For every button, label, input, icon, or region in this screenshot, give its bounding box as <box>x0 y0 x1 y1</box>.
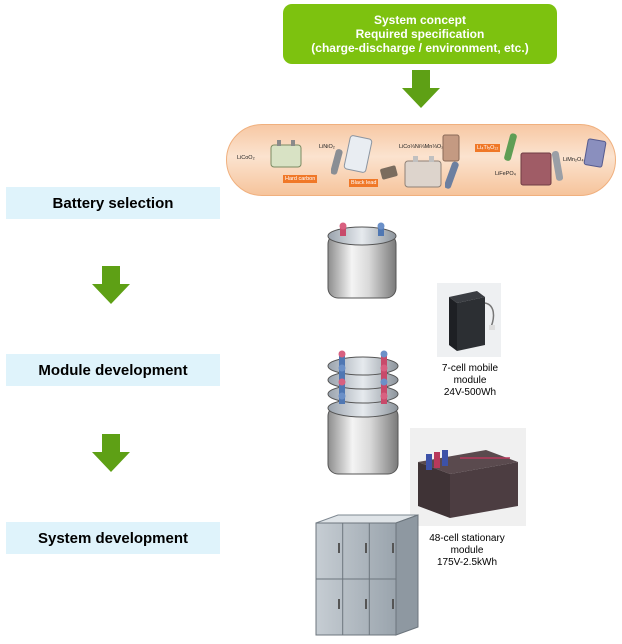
material-linio2-label: LiNiO₂ <box>319 144 335 150</box>
cylinder-cell-green-icon <box>504 133 517 161</box>
material-black-lead-label: Black lead <box>349 179 379 187</box>
stage-module-development: Module development <box>6 354 220 386</box>
cell-licoo2-icon <box>270 140 302 168</box>
stage-battery-selection: Battery selection <box>6 187 220 219</box>
cylinder-cell-icon <box>331 149 343 175</box>
header-line-3: (charge-discharge / environment, etc.) <box>311 41 529 55</box>
cylinder-cell-blue-icon <box>445 161 459 189</box>
material-limn2o4-label: LiMn₂O₄ <box>563 157 584 163</box>
material-lto-label: Li₄Ti₅O₁₂ <box>475 144 501 152</box>
stage-system-development: System development <box>6 522 220 554</box>
mobile-caption-line-3: 24V-500Wh <box>443 387 497 398</box>
cabinet-system-icon <box>315 514 419 636</box>
header-line-2: Required specification <box>355 27 485 41</box>
down-arrow-icon <box>402 70 440 108</box>
stacked-cells-icon <box>327 350 399 475</box>
down-arrow-icon <box>92 266 130 304</box>
material-lifepo4-label: LiFePO₄ <box>495 171 516 177</box>
material-licoo2-label: LiCoO₂ <box>237 155 255 161</box>
cell-limn2o4-icon <box>583 138 607 168</box>
cylinder-cell-gray-icon <box>551 151 564 181</box>
material-hard-carbon-label: Hard carbon <box>283 175 318 183</box>
header-line-1: System concept <box>373 13 467 27</box>
stationary-caption-line-1: 48-cell stationary <box>429 533 505 544</box>
cell-linio2-icon <box>343 135 373 173</box>
small-cell-icon <box>380 165 398 180</box>
stationary-module-image <box>410 428 526 526</box>
stationary-caption-line-2: module <box>450 545 484 556</box>
mobile-module-caption: 7-cell mobile module 24V-500Wh <box>418 363 522 399</box>
pouch-cell-icon <box>442 134 460 162</box>
stationary-caption-line-3: 175V-2.5kWh <box>436 557 498 568</box>
cell-ncm-icon <box>404 156 442 188</box>
materials-band: LiCoO₂ Hard carbon LiNiO₂ Black lead LiC… <box>226 124 616 196</box>
mobile-module-image <box>437 283 501 357</box>
mobile-caption-line-2: module <box>453 375 487 386</box>
single-cell-icon <box>327 222 397 299</box>
stationary-module-caption: 48-cell stationary module 175V-2.5kWh <box>412 533 522 569</box>
cell-lifepo4-icon <box>520 152 552 186</box>
mobile-caption-line-1: 7-cell mobile <box>441 363 499 374</box>
material-ncm-label: LiCo⅓Ni⅓Mn⅓O₂ <box>399 144 444 150</box>
down-arrow-icon <box>92 434 130 472</box>
system-concept-box: System concept Required specification (c… <box>283 4 557 64</box>
